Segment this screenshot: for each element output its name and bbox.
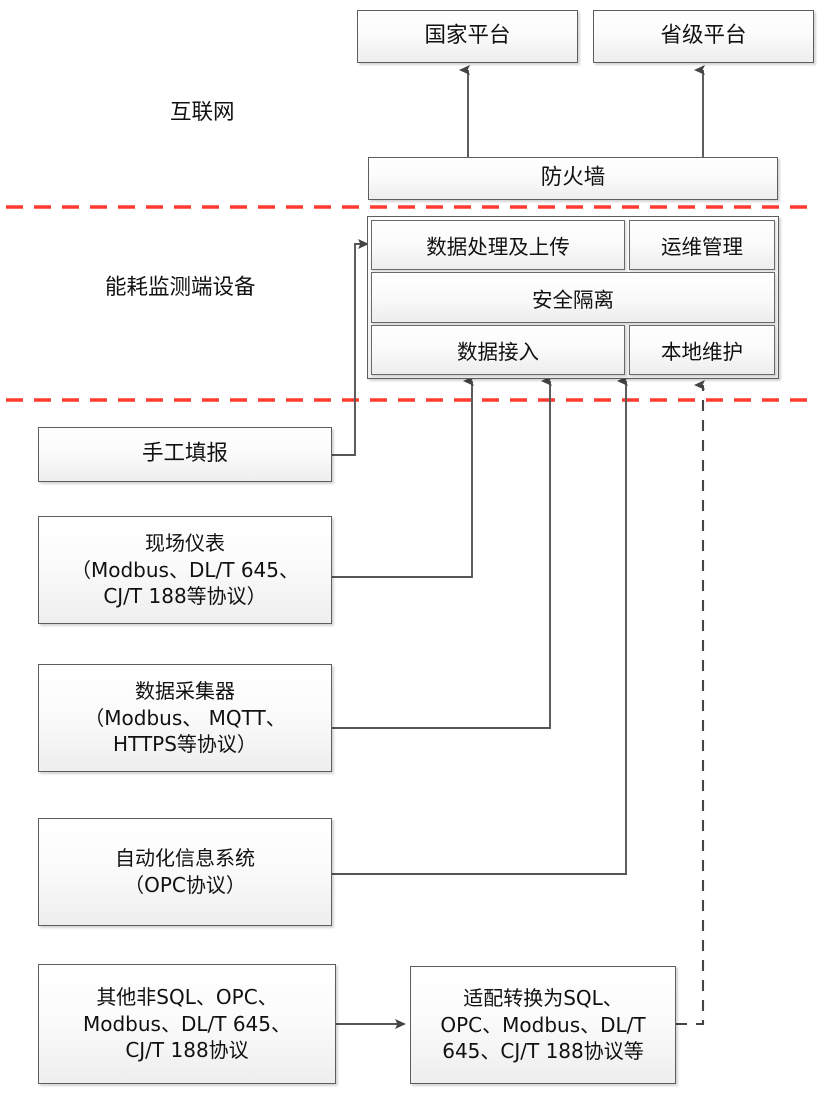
node-om-management-label: 运维管理 bbox=[661, 235, 743, 259]
node-provincial-platform-label: 省级平台 bbox=[660, 23, 747, 49]
node-protocol-adapter-line-3: 645、CJ/T 188协议等 bbox=[442, 1039, 644, 1064]
node-protocol-adapter-line-2: OPC、Modbus、DL/T bbox=[440, 1012, 646, 1037]
node-data-access-label: 数据接入 bbox=[457, 340, 539, 364]
node-provincial-platform[interactable]: 省级平台 bbox=[593, 10, 814, 63]
node-field-meter-line-3: CJ/T 188等协议） bbox=[103, 584, 267, 609]
node-other-protocols-line-1: 其他非SQL、OPC、 bbox=[96, 984, 278, 1009]
node-data-collector-line-3: HTTPS等协议） bbox=[113, 732, 257, 757]
node-automation-system-line-1: 自动化信息系统 bbox=[115, 846, 255, 871]
connector-automation-system-to-data-access bbox=[332, 376, 628, 875]
node-protocol-adapter-line-1: 适配转换为SQL、 bbox=[463, 985, 623, 1010]
node-protocol-adapter[interactable]: 适配转换为SQL、 OPC、Modbus、DL/T 645、CJ/T 188协议… bbox=[410, 966, 676, 1084]
node-data-process-upload[interactable]: 数据处理及上传 bbox=[371, 220, 625, 270]
node-automation-system-line-2: （OPC协议） bbox=[124, 873, 246, 897]
node-data-collector[interactable]: 数据采集器 （Modbus、 MQTT、 HTTPS等协议） bbox=[38, 664, 332, 772]
node-firewall-label: 防火墙 bbox=[540, 165, 606, 191]
node-other-protocols[interactable]: 其他非SQL、OPC、 Modbus、DL/T 645、 CJ/T 188协议 bbox=[38, 964, 336, 1084]
node-data-access[interactable]: 数据接入 bbox=[371, 325, 625, 375]
node-firewall[interactable]: 防火墙 bbox=[368, 157, 778, 200]
connector-field-meter-to-data-access bbox=[332, 376, 474, 578]
node-security-isolation-label: 安全隔离 bbox=[532, 287, 614, 312]
connector-manual-entry-to-data-process bbox=[332, 239, 369, 456]
connector-data-collector-to-data-access bbox=[332, 376, 552, 729]
node-national-platform[interactable]: 国家平台 bbox=[357, 10, 578, 63]
node-manual-entry-label: 手工填报 bbox=[141, 441, 228, 467]
node-data-collector-line-2: （Modbus、 MQTT、 bbox=[84, 705, 286, 730]
node-other-protocols-line-2: Modbus、DL/T 645、 bbox=[82, 1011, 291, 1036]
node-data-collector-line-1: 数据采集器 bbox=[135, 678, 235, 703]
zone-label-internet: 互联网 bbox=[170, 100, 235, 125]
node-om-management[interactable]: 运维管理 bbox=[629, 220, 775, 270]
node-other-protocols-line-3: CJ/T 188协议 bbox=[125, 1038, 249, 1063]
node-automation-system[interactable]: 自动化信息系统 （OPC协议） bbox=[38, 818, 332, 926]
connector-adapter-to-local-maintenance bbox=[676, 380, 705, 1026]
node-field-meter-line-2: （Modbus、DL/T 645、 bbox=[70, 557, 299, 582]
node-national-platform-label: 国家平台 bbox=[424, 23, 511, 49]
node-field-meter[interactable]: 现场仪表 （Modbus、DL/T 645、 CJ/T 188等协议） bbox=[38, 516, 332, 624]
node-manual-entry[interactable]: 手工填报 bbox=[38, 427, 332, 482]
node-local-maintenance[interactable]: 本地维护 bbox=[629, 325, 775, 375]
node-security-isolation[interactable]: 安全隔离 bbox=[371, 272, 775, 323]
node-data-process-upload-label: 数据处理及上传 bbox=[426, 235, 570, 259]
node-local-maintenance-label: 本地维护 bbox=[661, 340, 743, 364]
zone-label-edge-device: 能耗监测端设备 bbox=[105, 275, 256, 300]
node-field-meter-line-1: 现场仪表 bbox=[145, 530, 225, 555]
